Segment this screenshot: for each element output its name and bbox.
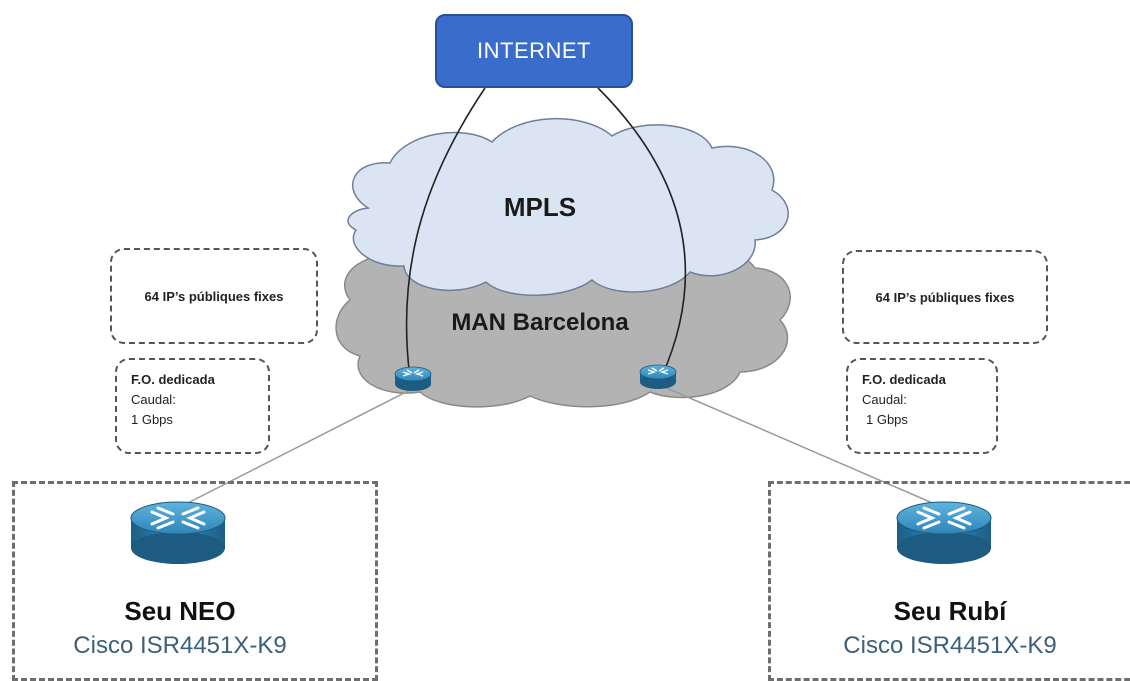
access-link-rubi (661, 385, 945, 509)
left-fiber-speed: 1 Gbps (131, 412, 173, 427)
pe-router-right-icon (639, 364, 677, 390)
right-public-ips-label: 64 IP’s públiques fixes (875, 289, 1015, 305)
pe-router-left-icon (394, 366, 432, 392)
internet-node: INTERNET (435, 14, 633, 88)
right-fiber-flow-label: Caudal: (862, 392, 907, 407)
left-public-ips-box: 64 IP’s públiques fixes (110, 248, 318, 344)
internet-label: INTERNET (477, 38, 591, 63)
left-fiber-box: F.O. dedicada Caudal: 1 Gbps (115, 358, 270, 454)
right-fiber-speed: 1 Gbps (866, 412, 908, 427)
right-fiber-title: F.O. dedicada (862, 372, 946, 387)
left-fiber-flow-label: Caudal: (131, 392, 176, 407)
right-fiber-box: F.O. dedicada Caudal: 1 Gbps (846, 358, 998, 454)
site-neo-model: Cisco ISR4451X-K9 (73, 632, 287, 659)
man-barcelona-label: MAN Barcelona (451, 309, 629, 336)
internet-link-left (405, 87, 486, 379)
site-rubi-model: Cisco ISR4451X-K9 (843, 632, 1057, 659)
mpls-cloud (347, 118, 789, 296)
site-neo-name: Seu NEO (124, 596, 236, 626)
left-public-ips-label: 64 IP’s públiques fixes (144, 288, 284, 304)
mpls-label: MPLS (503, 192, 577, 222)
access-link-neo (177, 389, 411, 509)
internet-link-right (597, 87, 687, 377)
left-fiber-title: F.O. dedicada (131, 372, 215, 387)
site-rubi-name: Seu Rubí (893, 596, 1007, 626)
right-public-ips-box: 64 IP’s públiques fixes (842, 250, 1048, 344)
